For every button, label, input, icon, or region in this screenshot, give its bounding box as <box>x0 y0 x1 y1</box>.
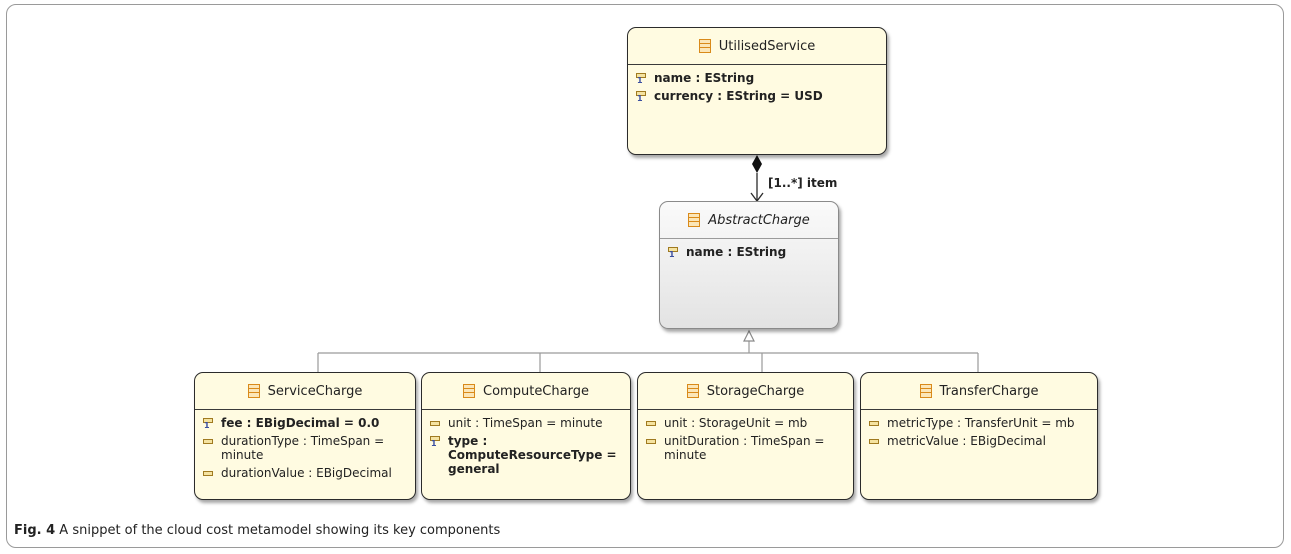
class-compute-charge[interactable]: ComputeCharge unit : TimeSpan = minute t… <box>421 372 631 500</box>
attribute-label: type : ComputeResourceType = general <box>448 434 617 476</box>
class-service-charge[interactable]: ServiceCharge fee : EBigDecimal = 0.0 du… <box>194 372 416 500</box>
attribute-label: unitDuration : TimeSpan = minute <box>664 434 825 462</box>
abstract-class-icon <box>688 213 701 227</box>
attribute-label: metricType : TransferUnit = mb <box>887 416 1075 430</box>
optional-attribute-icon <box>646 418 658 430</box>
class-header: UtilisedService <box>628 28 886 65</box>
attribute-row[interactable]: name : EString <box>668 245 832 259</box>
class-name: AbstractCharge <box>708 212 810 228</box>
class-header: ServiceCharge <box>195 373 415 410</box>
required-attribute-icon <box>203 418 215 430</box>
class-icon <box>919 384 932 398</box>
attribute-label: currency : EString = USD <box>654 89 823 103</box>
attribute-row[interactable]: type : ComputeResourceType = general <box>430 434 624 476</box>
caption-text: A snippet of the cloud cost metamodel sh… <box>55 523 501 538</box>
class-icon <box>698 39 711 53</box>
class-icon <box>247 384 260 398</box>
attribute-label: unit : StorageUnit = mb <box>664 416 808 430</box>
attribute-row[interactable]: metricType : TransferUnit = mb <box>869 416 1091 430</box>
attribute-label: unit : TimeSpan = minute <box>448 416 603 430</box>
class-header: AbstractCharge <box>660 202 838 239</box>
optional-attribute-icon <box>646 436 658 448</box>
class-name: StorageCharge <box>706 383 805 399</box>
attribute-label: name : EString <box>654 71 755 85</box>
attribute-row[interactable]: currency : EString = USD <box>636 89 880 103</box>
attribute-row[interactable]: durationValue : EBigDecimal <box>203 466 409 480</box>
class-name: ServiceCharge <box>267 383 363 399</box>
class-storage-charge[interactable]: StorageCharge unit : StorageUnit = mb un… <box>637 372 854 500</box>
required-attribute-icon <box>636 91 648 103</box>
optional-attribute-icon <box>430 418 442 430</box>
relation-label: [1..*] item <box>768 176 838 190</box>
attribute-row[interactable]: fee : EBigDecimal = 0.0 <box>203 416 409 430</box>
class-name: ComputeCharge <box>483 383 589 399</box>
composition-diamond <box>752 155 762 173</box>
attribute-row[interactable]: unit : TimeSpan = minute <box>430 416 624 430</box>
class-header: TransferCharge <box>861 373 1097 410</box>
optional-attribute-icon <box>869 418 881 430</box>
optional-attribute-icon <box>203 436 215 448</box>
optional-attribute-icon <box>869 436 881 448</box>
attribute-row[interactable]: name : EString <box>636 71 880 85</box>
attribute-label: durationType : TimeSpan = minute <box>221 434 385 462</box>
class-header: StorageCharge <box>638 373 853 410</box>
class-header: ComputeCharge <box>422 373 630 410</box>
class-abstract-charge[interactable]: AbstractCharge name : EString <box>659 201 839 329</box>
class-name: TransferCharge <box>939 383 1039 399</box>
attribute-row[interactable]: durationType : TimeSpan = minute <box>203 434 409 462</box>
attribute-label: name : EString <box>686 245 787 259</box>
attribute-label: metricValue : EBigDecimal <box>887 434 1046 448</box>
required-attribute-icon <box>668 247 680 259</box>
caption-label: Fig. 4 <box>14 523 56 538</box>
class-icon <box>463 384 476 398</box>
required-attribute-icon <box>636 73 648 85</box>
optional-attribute-icon <box>203 468 215 480</box>
required-attribute-icon <box>430 436 442 448</box>
attribute-label: durationValue : EBigDecimal <box>221 466 392 480</box>
attribute-row[interactable]: unit : StorageUnit = mb <box>646 416 847 430</box>
class-transfer-charge[interactable]: TransferCharge metricType : TransferUnit… <box>860 372 1098 500</box>
attribute-row[interactable]: metricValue : EBigDecimal <box>869 434 1091 448</box>
attribute-row[interactable]: unitDuration : TimeSpan = minute <box>646 434 847 462</box>
figure-caption: Fig. 4 A snippet of the cloud cost metam… <box>14 523 500 538</box>
class-icon <box>686 384 699 398</box>
class-name: UtilisedService <box>718 38 816 54</box>
attribute-label: fee : EBigDecimal = 0.0 <box>221 416 380 430</box>
generalization-triangle <box>743 329 755 342</box>
class-utilised-service[interactable]: UtilisedService name : EString currency … <box>627 27 887 155</box>
